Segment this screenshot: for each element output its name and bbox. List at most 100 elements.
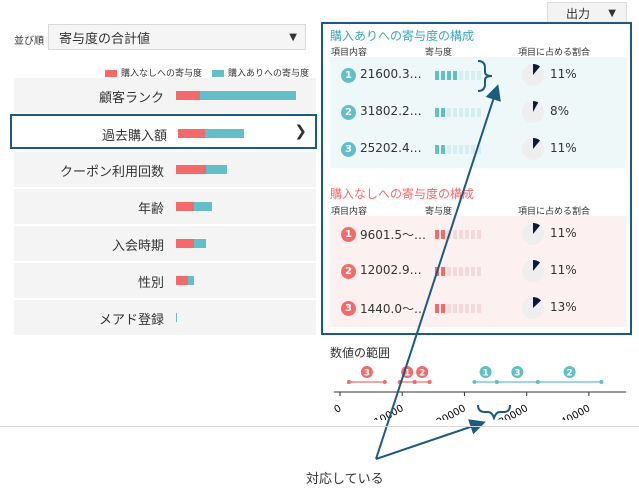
- range-rank-label: 3: [514, 369, 520, 379]
- chevron-right-icon: ❯: [294, 122, 307, 140]
- purchase-row[interactable]: 2 31802.2… 8%: [330, 94, 626, 131]
- range-tick-label: 0: [332, 403, 343, 416]
- purchase-bar: [176, 313, 177, 322]
- contribution-blocks: [435, 145, 481, 154]
- contribution-block: [477, 230, 481, 239]
- purchase-bar: [194, 202, 212, 211]
- feature-row[interactable]: 顧客ランク: [14, 78, 316, 113]
- contribution-block: [441, 108, 445, 117]
- range-rank-label: 2: [566, 369, 572, 379]
- contribution-block: [459, 267, 463, 276]
- range-endpoint: [346, 380, 351, 384]
- range-endpoint: [382, 380, 387, 384]
- feature-row[interactable]: クーポン利用回数: [14, 152, 316, 187]
- feature-row[interactable]: 入会時期: [14, 226, 316, 261]
- contribution-block: [465, 108, 469, 117]
- share-pie-icon: [522, 223, 544, 245]
- no-purchase-bar: [176, 276, 188, 285]
- sort-label: 並び順: [14, 36, 44, 47]
- contribution-block: [441, 267, 445, 276]
- contribution-block: [453, 108, 457, 117]
- range-tick-label: 10000: [373, 403, 406, 420]
- share-percent: 11%: [550, 141, 577, 155]
- contribution-blocks: [435, 230, 481, 239]
- range-rank-badge: [360, 366, 373, 378]
- annotation-note: 対応している: [306, 472, 384, 487]
- contribution-block: [459, 145, 463, 154]
- legend-no-purchase: 購入なしへの寄与度: [105, 66, 202, 79]
- contribution-block: [459, 304, 463, 313]
- purchase-section-title: 購入ありへの寄与度の構成: [330, 29, 475, 43]
- contribution-block: [477, 267, 481, 276]
- contribution-block: [453, 230, 457, 239]
- range-tick-label: 40000: [559, 403, 592, 420]
- share-pie-icon: [522, 101, 544, 123]
- sort-value: 寄与度の合計値: [59, 31, 151, 47]
- purchase-bar: [194, 239, 206, 248]
- no-purchase-bar: [176, 239, 194, 248]
- no-purchase-bar: [176, 165, 206, 174]
- rank-badge: 1: [341, 227, 356, 242]
- no-purchase-section-title: 購入なしへの寄与度の構成: [330, 187, 475, 201]
- pie-slice: [533, 223, 541, 234]
- purchase-bar: [200, 91, 296, 100]
- contribution-block: [447, 267, 451, 276]
- sort-select[interactable]: 寄与度の合計値 ▼: [48, 24, 306, 50]
- feature-row[interactable]: 年齢: [14, 189, 316, 224]
- contribution-block: [477, 304, 481, 313]
- contribution-block: [477, 71, 481, 80]
- pie-slice: [533, 260, 541, 271]
- range-endpoint: [427, 380, 432, 384]
- contribution-block: [465, 304, 469, 313]
- share-percent: 11%: [550, 67, 577, 81]
- share-pie-icon: [522, 138, 544, 160]
- feature-label: 過去購入額: [101, 129, 167, 144]
- range-endpoint: [472, 380, 477, 384]
- legend-purchase: 購入ありへの寄与度: [212, 66, 309, 79]
- feature-row[interactable]: 性別: [14, 263, 316, 298]
- feature-row-selected[interactable]: 過去購入額 ❯: [10, 114, 317, 149]
- row-text: 12002.9…: [360, 263, 422, 277]
- contribution-block: [459, 230, 463, 239]
- pie-slice: [533, 297, 542, 308]
- chevron-down-icon: ▼: [608, 7, 616, 19]
- contribution-block: [453, 304, 457, 313]
- contribution-block: [459, 108, 463, 117]
- range-endpoint: [397, 380, 402, 384]
- contribution-block: [447, 71, 451, 80]
- contribution-block: [435, 230, 439, 239]
- feature-label: クーポン利用回数: [59, 165, 164, 180]
- share-pie-icon: [522, 64, 544, 86]
- range-rank-label: 3: [364, 369, 370, 379]
- no-purchase-row[interactable]: 3 1440.0～… 13%: [330, 290, 626, 327]
- contribution-block: [435, 267, 439, 276]
- contribution-block: [477, 145, 481, 154]
- pie-slice: [533, 64, 541, 75]
- row-text: 9601.5～…: [360, 228, 426, 242]
- export-button[interactable]: 出力 ▼: [547, 2, 627, 24]
- feature-label: メアド登録: [98, 313, 164, 328]
- rank-badge: 1: [341, 68, 356, 83]
- no-purchase-bar: [176, 91, 200, 100]
- col-item: 項目内容: [331, 207, 368, 217]
- row-text: 31802.2…: [360, 104, 422, 118]
- no-purchase-bar: [178, 129, 205, 138]
- contribution-block: [435, 145, 439, 154]
- bracket-annotation: [477, 60, 493, 92]
- range-rank-badge: [511, 366, 524, 378]
- range-rank-label: 1: [404, 369, 410, 379]
- no-purchase-row[interactable]: 2 12002.9… 11%: [330, 253, 626, 290]
- purchase-bar: [205, 129, 244, 138]
- contribution-block: [441, 145, 445, 154]
- feature-row[interactable]: メアド登録: [14, 300, 316, 335]
- range-endpoint: [535, 380, 540, 384]
- purchase-row[interactable]: 3 25202.4… 11%: [330, 131, 626, 168]
- no-purchase-row[interactable]: 1 9601.5～… 11%: [330, 216, 626, 253]
- share-percent: 13%: [550, 300, 577, 314]
- range-endpoint: [494, 380, 499, 384]
- contribution-block: [453, 71, 457, 80]
- range-tick-label: 20000: [435, 403, 468, 420]
- contribution-block: [471, 267, 475, 276]
- contribution-block: [447, 304, 451, 313]
- row-text: 25202.4…: [360, 141, 422, 155]
